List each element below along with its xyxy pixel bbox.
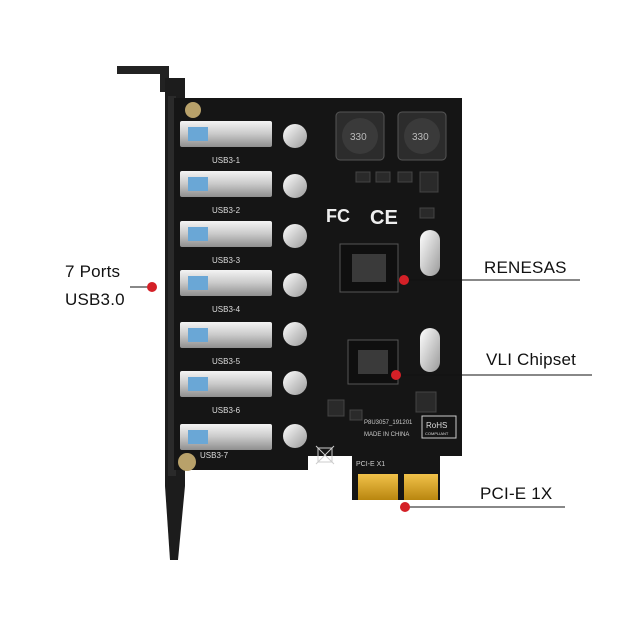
callout-markers xyxy=(130,275,592,512)
usb-port-label: USB3-2 xyxy=(212,206,241,215)
usb-port-label: USB3-4 xyxy=(212,305,241,314)
made-in-text: MADE IN CHINA xyxy=(364,432,409,438)
marker-dot xyxy=(400,502,410,512)
usb-port-2: USB3-2 xyxy=(180,171,307,215)
vli-callout: VLI Chipset xyxy=(486,350,577,369)
weee-bin-icon xyxy=(315,445,335,465)
slot-label: PCI-E X1 xyxy=(356,461,385,468)
inductor-mark: 330 xyxy=(412,132,429,143)
rohs-badge: RoHS COMPLIANT xyxy=(421,415,457,439)
screw-icon xyxy=(178,453,196,471)
renesas-callout: RENESAS xyxy=(484,258,567,277)
usb-port-4: USB3-4 xyxy=(180,270,307,314)
marker-dot xyxy=(391,370,401,380)
usb-port-stack: USB3-1 USB3-2 USB3-3 USB3-4 USB3-5 xyxy=(180,121,307,460)
ports-callout-line2: USB3.0 xyxy=(65,290,125,309)
usb-port-6: USB3-6 xyxy=(180,371,307,415)
svg-text:RoHS: RoHS xyxy=(426,421,447,430)
inductors: 330 330 xyxy=(335,111,447,161)
pcie-callout: PCI-E 1X xyxy=(480,484,553,503)
pcb-board xyxy=(174,98,462,500)
fcc-mark: FC xyxy=(326,206,350,226)
screw-icon xyxy=(185,102,201,118)
smd-components xyxy=(327,171,439,421)
usb-port-label: USB3-6 xyxy=(212,406,241,415)
usb-port-label: USB3-1 xyxy=(212,156,241,165)
ports-callout-line1: 7 Ports xyxy=(65,262,121,281)
marker-dot xyxy=(147,282,157,292)
model-text: P8U3057_191201 xyxy=(364,420,413,426)
ce-mark: CE xyxy=(370,207,398,229)
usb-port-7: USB3-7 xyxy=(180,424,307,460)
renesas-chip xyxy=(339,243,399,293)
vli-chip xyxy=(347,339,399,385)
crystal-oscillator xyxy=(420,328,440,372)
usb-port-label: USB3-5 xyxy=(212,357,241,366)
crystal-oscillator xyxy=(420,230,440,276)
usb-port-label: USB3-7 xyxy=(200,451,229,460)
usb-port-label: USB3-3 xyxy=(212,256,241,265)
usb-port-5: USB3-5 xyxy=(180,322,307,366)
inductor-mark: 330 xyxy=(350,132,367,143)
gold-contacts xyxy=(358,474,438,500)
usb-port-1: USB3-1 xyxy=(180,121,307,165)
marker-dot xyxy=(399,275,409,285)
svg-text:COMPLIANT: COMPLIANT xyxy=(425,431,449,436)
usb-port-3: USB3-3 xyxy=(180,221,307,265)
